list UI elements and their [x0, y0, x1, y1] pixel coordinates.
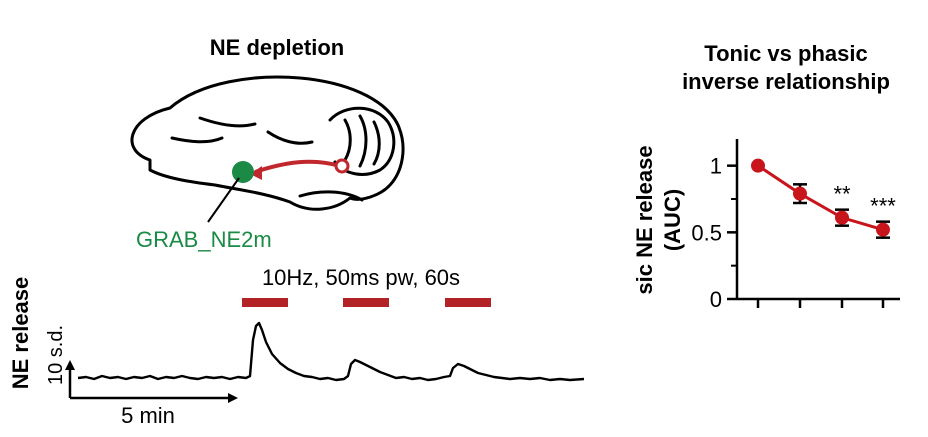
data-point	[876, 222, 890, 237]
data-point	[793, 186, 807, 201]
data-point	[835, 210, 849, 225]
sensor-site	[232, 161, 254, 183]
cerebellum-fold-2	[358, 114, 368, 168]
right-ylabel-line1: sic NE release	[632, 145, 657, 294]
scale-bars	[65, 360, 238, 403]
x-scale-arrowhead	[228, 393, 238, 403]
y-tick-label: 0.5	[691, 220, 722, 245]
stim-bar-1	[242, 298, 288, 307]
right-panel-title-line2: inverse relationship	[682, 69, 890, 94]
stim-bar-3	[445, 298, 491, 307]
brain-sulcus-3	[266, 130, 314, 145]
brain-outline	[130, 75, 405, 211]
data-point	[751, 158, 765, 173]
sensor-label: GRAB_NE2m	[136, 227, 272, 252]
sic-ne-release-chart: 00.51*****	[691, 139, 900, 312]
series-line	[757, 164, 884, 232]
projection-arrowhead	[250, 166, 262, 180]
y-scale-arrowhead	[65, 360, 75, 370]
cerebellum-outline	[328, 106, 396, 176]
significance-label: ***	[870, 194, 896, 219]
stim-label: 10Hz, 50ms pw, 60s	[262, 265, 460, 290]
projection	[250, 158, 350, 180]
brainstem-outline	[298, 190, 364, 202]
ne-release-trace	[77, 321, 585, 382]
significance-label: **	[833, 182, 851, 207]
brain-sulcus-2	[170, 136, 224, 144]
x-scale-label: 5 min	[121, 403, 175, 428]
left-panel-title: NE depletion	[210, 35, 344, 60]
y-axis-label: NE release	[8, 277, 33, 390]
brain-schematic	[130, 75, 405, 211]
right-ylabel-line2: (AUC)	[660, 189, 685, 251]
y-scale-label: 10 s.d.	[45, 325, 67, 385]
brain-sulcus-1	[198, 116, 257, 128]
right-panel-title-line1: Tonic vs phasic	[704, 41, 867, 66]
projection-path	[254, 159, 341, 174]
cerebellum-fold-3	[372, 120, 381, 166]
y-tick-label: 1	[710, 154, 722, 179]
stim-bar-2	[343, 298, 389, 307]
projection-origin	[334, 158, 350, 174]
sensor-pointer	[207, 177, 240, 223]
y-tick-label: 0	[710, 287, 722, 312]
cerebellum-fold-1	[343, 118, 352, 162]
